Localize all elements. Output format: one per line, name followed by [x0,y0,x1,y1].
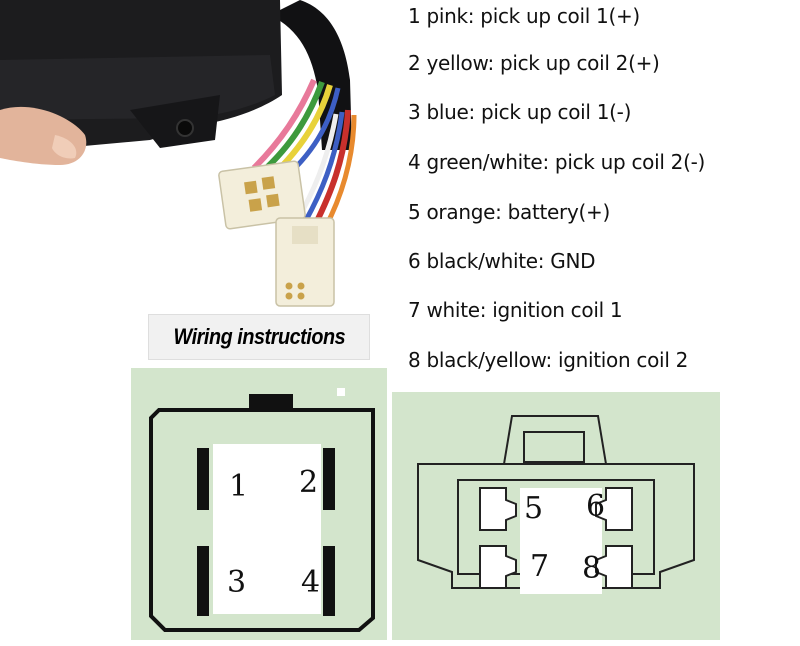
legend-item: 7 white: ignition coil 1 [408,298,623,322]
legend-pin-number: 1 [408,4,421,28]
connector-latch-right [503,415,607,465]
connector-outline-right [417,463,695,589]
connector-4pin-vertical-photo [275,217,335,307]
legend-item: 6 black/white: GND [408,249,596,273]
product-photo [0,0,400,310]
pin-number-2: 2 [299,465,319,500]
pin-number-3: 3 [227,565,247,600]
connector-diagram-left: 1 2 3 4 [131,368,387,640]
legend-pin-number: 6 [408,249,421,273]
legend-pin-number: 4 [408,150,421,174]
legend-pin-text: black/yellow: ignition coil 2 [426,348,689,372]
legend-pin-number: 5 [408,200,421,224]
legend-pin-text: pink: pick up coil 1(+) [426,4,641,28]
legend-pin-number: 7 [408,298,421,322]
legend-pin-text: yellow: pick up coil 2(+) [426,51,660,75]
pin-number-1: 1 [229,469,249,504]
legend-pin-text: white: ignition coil 1 [426,298,623,322]
pin-number-6: 6 [586,489,606,524]
legend-pin-text: black/white: GND [426,249,596,273]
legend-item: 8 black/yellow: ignition coil 2 [408,348,688,372]
legend-item: 4 green/white: pick up coil 2(-) [408,150,705,174]
connector-diagram-right: 5 6 7 8 [392,392,720,640]
legend-pin-text: orange: battery(+) [426,200,611,224]
pin-number-5: 5 [524,491,544,526]
legend-pin-text: blue: pick up coil 1(-) [426,100,632,124]
pin-number-4: 4 [301,565,321,600]
legend-item: 1 pink: pick up coil 1(+) [408,4,640,28]
connector-outline-left [149,408,375,632]
legend-item: 2 yellow: pick up coil 2(+) [408,51,660,75]
legend-pin-text: green/white: pick up coil 2(-) [426,150,706,174]
legend-item: 3 blue: pick up coil 1(-) [408,100,631,124]
pin-number-8: 8 [582,551,602,586]
wiring-title-badge: Wiring instructions [148,314,370,360]
pin-area-right [520,488,602,594]
connector-latch-left [249,394,293,412]
connector-4pin-photo [218,160,306,230]
pin-area-left [213,444,321,614]
wiring-title: Wiring instructions [173,324,345,349]
legend-pin-number: 8 [408,348,421,372]
legend-item: 5 orange: battery(+) [408,200,610,224]
legend-pin-number: 3 [408,100,421,124]
pin-number-7: 7 [530,549,550,584]
legend-pin-number: 2 [408,51,421,75]
